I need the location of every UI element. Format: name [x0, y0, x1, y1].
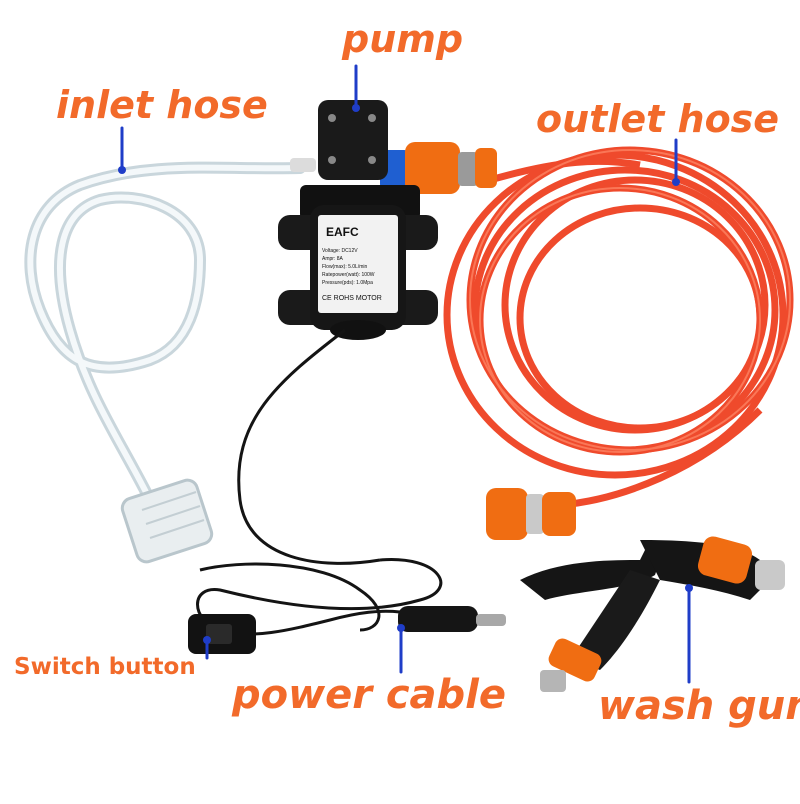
pump-brand: EAFC — [326, 225, 359, 239]
switch-button-label: Switch button — [14, 654, 196, 680]
pump-spec-line: Voltage: DC12V — [322, 248, 358, 254]
wash-gun — [520, 536, 785, 692]
pointer-dots — [118, 104, 693, 644]
pump-spec-line: Flow(max): 5.0L/min — [322, 264, 368, 270]
wash-gun-label: wash gun — [598, 683, 800, 729]
cigarette-plug — [398, 606, 506, 632]
switch-button — [188, 614, 256, 654]
inlet-hose — [24, 161, 306, 506]
outlet-hose-highlights — [469, 149, 791, 453]
pump-spec-line: Pressure(pds): 1.0Mpa — [322, 280, 373, 286]
pump-label-plate: EAFC Voltage: DC12V Ampr: 8A Flow(max): … — [322, 225, 382, 302]
inlet-hose-label: inlet hose — [56, 83, 268, 127]
power-cable — [196, 328, 443, 636]
outlet-end-connector — [486, 488, 576, 540]
pump-spec-line: Ampr: 8A — [322, 256, 344, 262]
power-cable-label: power cable — [232, 672, 507, 718]
inlet-filter — [120, 478, 214, 564]
pointer-lines — [120, 64, 691, 684]
outlet-connector — [380, 142, 497, 194]
pump-cert-marks: CE ROHS MOTOR — [322, 295, 382, 302]
pump-body — [278, 100, 438, 340]
pump-spec-line: Ratepower(watt): 100W — [322, 272, 375, 278]
pump-label: pump — [342, 17, 464, 61]
outlet-hose-label: outlet hose — [536, 97, 780, 141]
